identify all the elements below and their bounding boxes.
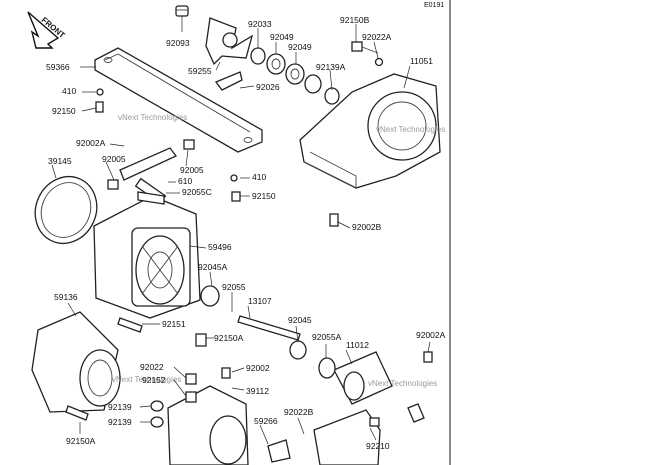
callout-label: 92002B [352,222,382,232]
callout-label: 92055A [312,332,342,342]
impeller-part [205,17,254,66]
callout-label: 92005 [102,154,126,164]
callout-label: 92055 [222,282,246,292]
diagram-code: E0191 [424,2,444,9]
bolt-part [351,41,384,67]
callout-label: 92150B [340,15,370,25]
callout-label: 92139A [316,62,346,72]
callout-label: 92055C [182,187,212,197]
callout-label: 92045A [198,262,228,272]
callout-label: 92045 [288,315,312,325]
callout-label: 92150 [52,106,76,116]
seal-rings-part [250,47,340,105]
callout-label: 410 [252,172,266,182]
callout-label: 92150A [214,333,244,343]
callout-label: 92049 [288,42,312,52]
callout-label: 410 [62,86,76,96]
clip-part [214,71,243,91]
callout-label: 92002 [246,363,270,373]
callout-label: 11012 [346,340,369,350]
callout-labels: 92093 92033 92049 92049 92150B 92022A 59… [46,15,446,451]
watermark-text: vNext Technologies [376,125,445,134]
wear-ring-part [34,176,98,244]
pump-body-part [93,195,201,319]
callout-label: 59366 [46,62,70,72]
watermark-text: vNext Technologies [118,113,187,122]
callout-label: 59136 [54,292,78,302]
callout-label: 59255 [188,66,212,76]
callout-label: 59496 [208,242,232,252]
watermark-text: vNext Technologies [368,379,437,388]
callout-label: 92151 [162,319,186,329]
nozzle-part [31,311,121,413]
callout-label: 92150A [66,436,96,446]
callout-label: 39112 [246,386,269,396]
callout-label: 92026 [256,82,280,92]
bottom-parts [65,88,433,465]
callout-label: 92022A [362,32,392,42]
leader-lines [51,16,431,445]
callout-label: 92022B [284,407,314,417]
cap-part [175,5,189,17]
bearing-part [289,340,307,360]
callout-label: 610 [178,176,192,186]
callout-label: 13107 [248,296,272,306]
callout-label: 92005 [180,165,204,175]
steering-nozzle-part [167,385,249,465]
callout-label: 92049 [270,32,294,42]
pump-cover-housing-part [299,73,441,189]
bearing-part [200,285,220,307]
callout-label: 92139 [108,402,132,412]
front-arrow-icon: FRONT [27,11,67,49]
callout-label: 92093 [166,38,190,48]
callout-label: 92139 [108,417,132,427]
watermark-text: vNext Technologies [112,375,181,384]
callout-label: 92033 [248,19,272,29]
o-ring-part [318,357,336,379]
mount-plate-part [94,47,263,153]
callout-label: 92150 [252,191,276,201]
callout-label: 92210 [366,441,390,451]
callout-label: 92002A [76,138,106,148]
callout-label: 92152 [142,375,166,385]
callout-label: 92022 [140,362,164,372]
callout-label: 39145 [48,156,72,166]
callout-label: 59266 [254,416,278,426]
callout-label: 11051 [410,56,433,66]
pump-cap-part [333,351,393,405]
callout-label: 92002A [416,330,446,340]
